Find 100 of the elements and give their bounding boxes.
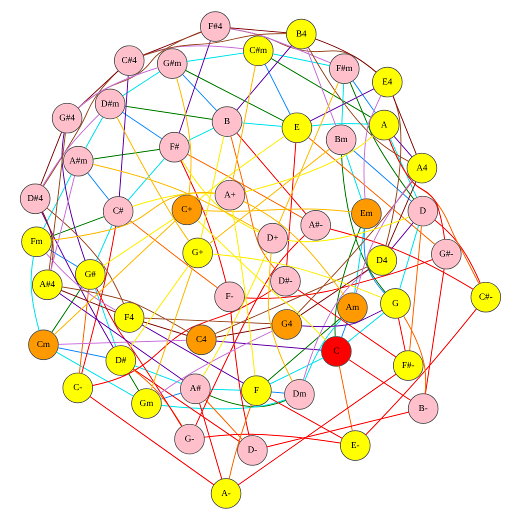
node-circle: F4 — [113, 302, 144, 333]
connector — [178, 40, 210, 134]
node-circle: D — [407, 196, 438, 226]
connector — [77, 70, 118, 108]
connector — [347, 312, 384, 342]
connector — [229, 27, 286, 34]
node-circle: C- — [62, 372, 93, 404]
connector — [314, 38, 376, 73]
node-circle: G#m — [156, 48, 188, 79]
connector — [194, 235, 304, 426]
node-circle: B- — [407, 393, 438, 424]
connector — [272, 53, 330, 66]
connector — [306, 48, 336, 126]
connector — [204, 399, 242, 440]
connector — [50, 216, 104, 238]
connector — [92, 289, 273, 386]
connector — [434, 220, 480, 284]
connector — [77, 67, 158, 108]
node-circle: B — [211, 106, 242, 137]
node-circle: C#m — [242, 36, 274, 66]
connector — [209, 388, 242, 391]
connector — [128, 220, 218, 288]
connector — [215, 326, 272, 338]
connector — [197, 136, 284, 201]
connector — [215, 340, 322, 351]
connector — [77, 31, 202, 109]
node-circle: G- — [174, 424, 204, 454]
connector — [200, 136, 224, 239]
node-circle: C#- — [470, 282, 501, 312]
connector — [58, 340, 186, 345]
connector — [143, 318, 272, 324]
node-circle: G4 — [271, 309, 302, 340]
connector — [389, 138, 417, 198]
node-circle: G — [380, 288, 410, 319]
connector — [352, 80, 376, 114]
node-circle: Bm — [325, 124, 356, 156]
connector — [92, 148, 160, 160]
connector — [309, 88, 374, 122]
connector — [89, 396, 214, 486]
connector — [94, 288, 116, 347]
connector — [56, 352, 134, 397]
connector — [30, 256, 40, 331]
node-circle: A# — [180, 374, 210, 404]
node-circle: A+ — [214, 180, 245, 210]
node-circle: A — [368, 110, 399, 140]
node-circle: E4 — [372, 66, 402, 98]
connector — [236, 132, 306, 214]
connector — [355, 179, 412, 294]
node-circle: Cm — [28, 330, 58, 360]
connector — [201, 208, 352, 212]
connector — [160, 399, 286, 410]
node-circle: C — [320, 336, 352, 367]
connector — [334, 226, 361, 337]
connector — [398, 224, 419, 290]
connector — [184, 70, 284, 122]
connector — [116, 116, 189, 242]
connector — [132, 368, 182, 427]
connector — [61, 132, 86, 261]
connector — [393, 136, 412, 158]
connector — [96, 288, 182, 427]
connector — [202, 252, 267, 376]
connector — [231, 209, 255, 376]
connector — [187, 128, 214, 142]
connector — [121, 112, 162, 140]
node-circle: A#- — [300, 210, 330, 241]
connector — [338, 366, 352, 432]
node-circle: D#m — [94, 88, 125, 120]
connector — [232, 65, 256, 181]
connector — [160, 392, 181, 400]
connector — [296, 180, 413, 314]
node-circle: F#- — [392, 350, 424, 381]
connector — [244, 135, 374, 192]
connector — [242, 201, 344, 296]
connector — [50, 175, 75, 271]
node-circle: Em — [350, 198, 382, 229]
connector — [424, 268, 444, 394]
connector — [180, 160, 259, 233]
connector — [46, 208, 124, 304]
node-circle: C# — [102, 196, 133, 227]
connector — [127, 158, 164, 201]
connector — [80, 226, 116, 374]
connector — [351, 149, 412, 202]
connector — [134, 365, 182, 384]
connector — [128, 372, 139, 392]
connector — [278, 82, 338, 225]
connector — [268, 397, 342, 439]
node-circle: B4 — [286, 18, 316, 50]
connector — [158, 330, 274, 395]
connector — [408, 226, 422, 351]
connector — [311, 123, 369, 126]
connector — [132, 368, 240, 442]
node-circle: C+ — [171, 194, 202, 226]
connector — [45, 252, 116, 311]
connector — [268, 357, 323, 384]
connector — [40, 212, 114, 348]
node-circle: Fm — [20, 226, 52, 258]
node-circle: C#4 — [113, 45, 144, 76]
connector — [186, 52, 244, 62]
connector — [236, 45, 292, 111]
node-circle: F — [240, 375, 272, 406]
